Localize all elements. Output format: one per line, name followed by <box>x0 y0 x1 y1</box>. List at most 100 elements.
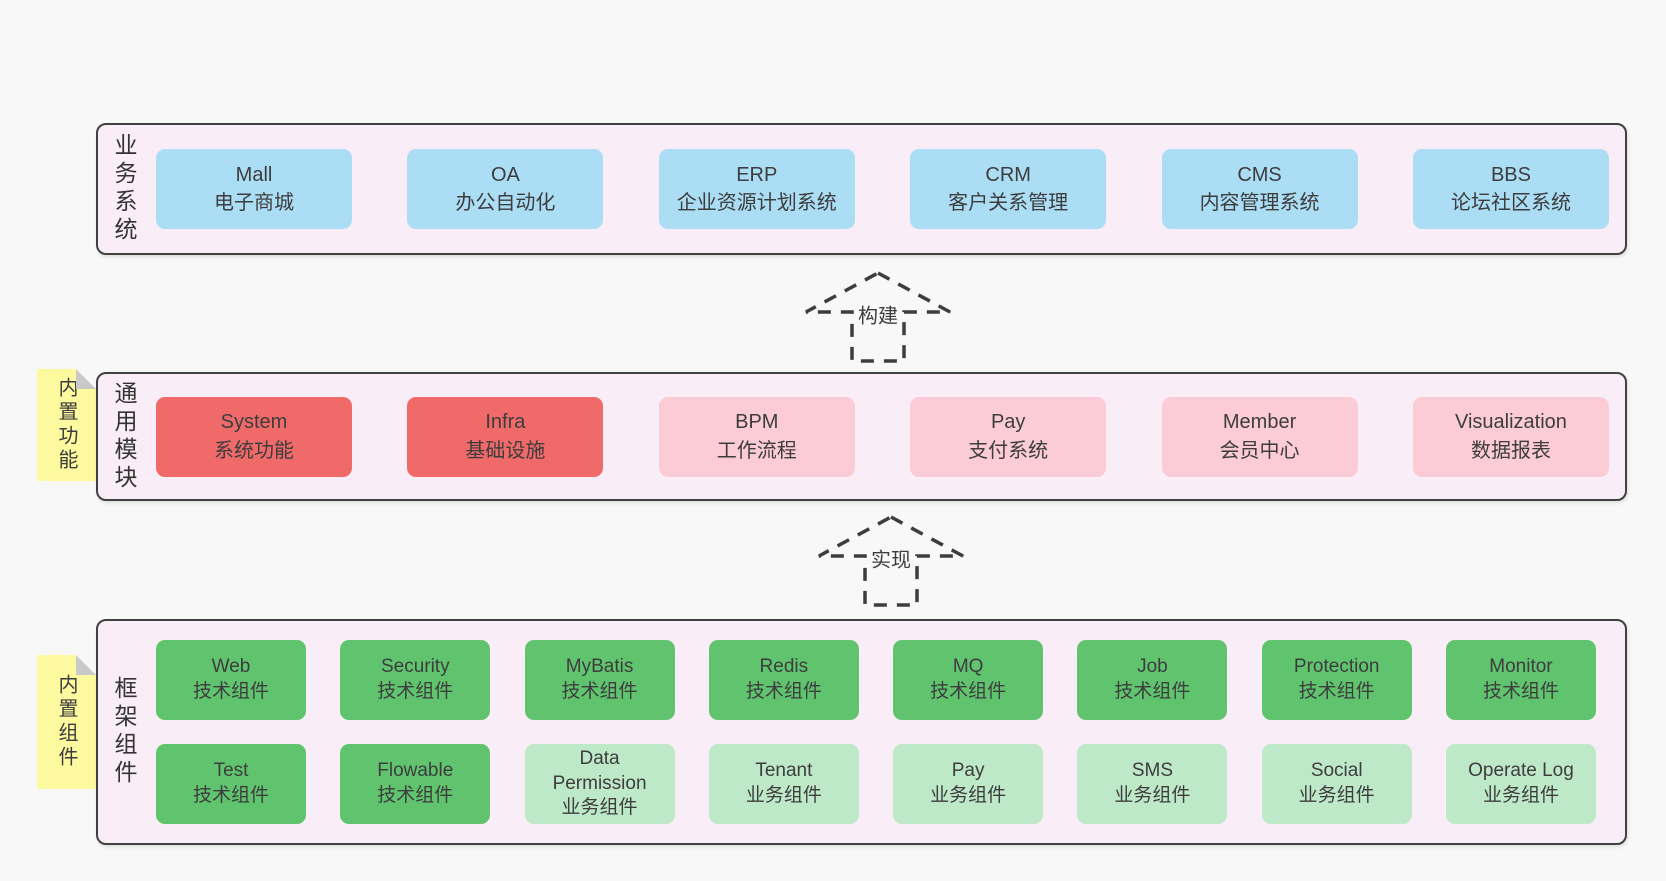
box-title: Infra <box>485 411 526 434</box>
layer-business-systems: 业务系统 Mall 电子商城 OA 办公自动化 ERP 企业资源计划系统 CRM… <box>96 123 1627 255</box>
box-redis: Redis 技术组件 <box>708 640 859 720</box>
box-subtitle: 技术组件 <box>561 681 638 702</box>
box-test: Test 技术组件 <box>156 744 306 824</box>
note-label: 内置功能 <box>55 377 77 473</box>
box-subtitle: 业务组件 <box>1298 785 1375 806</box>
box-title: Monitor <box>1489 656 1553 678</box>
box-data-permission: Data Permission 业务组件 <box>524 744 675 824</box>
box-title: Job <box>1137 656 1168 678</box>
box-bpm: BPM 工作流程 <box>658 396 855 477</box>
box-cms: CMS 内容管理系统 <box>1161 149 1358 229</box>
box-subtitle: 电子商城 <box>214 192 294 214</box>
box-monitor: Monitor 技术组件 <box>1445 640 1596 720</box>
box-subtitle: 技术组件 <box>745 681 822 702</box>
box-subtitle: 客户关系管理 <box>948 192 1069 214</box>
box-mall: Mall 电子商城 <box>156 149 352 229</box>
box-subtitle: 技术组件 <box>1482 681 1559 702</box>
box-mybatis: MyBatis 技术组件 <box>524 640 675 720</box>
box-bbs: BBS 论坛社区系统 <box>1412 149 1609 229</box>
box-subtitle: 工作流程 <box>716 439 797 462</box>
box-member: Member 会员中心 <box>1161 396 1358 477</box>
box-title: SMS <box>1131 760 1173 782</box>
components-box-grid: Web 技术组件 Security 技术组件 MyBatis 技术组件 Redi… <box>156 621 1596 843</box>
box-title: Pay <box>951 760 985 782</box>
box-subtitle: 内容管理系统 <box>1199 192 1320 214</box>
box-title: Redis <box>759 656 809 678</box>
box-title: Member <box>1222 411 1297 434</box>
box-system: System 系统功能 <box>156 396 352 477</box>
box-subtitle: 会员中心 <box>1219 439 1300 462</box>
box-subtitle: 基础设施 <box>465 439 546 462</box>
box-flowable: Flowable 技术组件 <box>340 744 491 824</box>
box-subtitle: 技术组件 <box>1114 681 1191 702</box>
layer-framework-components: 框架组件 Web 技术组件 Security 技术组件 MyBatis 技术组件… <box>96 619 1627 845</box>
box-title: Operate Log <box>1468 760 1574 782</box>
box-title: Flowable <box>377 760 454 782</box>
box-protection: Protection 技术组件 <box>1261 640 1412 720</box>
sticky-note-built-in-features: 内置功能 <box>37 369 96 481</box>
box-security: Security 技术组件 <box>340 640 491 720</box>
box-subtitle: 业务组件 <box>930 785 1007 806</box>
box-infra: Infra 基础设施 <box>407 396 604 477</box>
box-title: Mall <box>235 163 273 186</box>
box-subtitle: 技术组件 <box>192 785 269 806</box>
box-title: Test <box>213 760 249 782</box>
box-title: Pay <box>990 411 1026 434</box>
box-title: Data Permission <box>552 747 647 794</box>
box-subtitle: 业务组件 <box>561 797 638 819</box>
note-label: 内置组件 <box>55 674 77 770</box>
box-title: Security <box>380 656 450 678</box>
box-pay-component: Pay 业务组件 <box>893 744 1044 824</box>
box-title: Tenant <box>755 760 813 782</box>
box-title: ERP <box>736 163 778 186</box>
box-subtitle: 办公自动化 <box>455 192 556 214</box>
box-title: MyBatis <box>565 656 634 678</box>
box-title: BBS <box>1490 163 1531 186</box>
box-visualization: Visualization 数据报表 <box>1412 396 1609 477</box>
box-subtitle: 业务组件 <box>1482 785 1559 806</box>
build-arrow: 构建 <box>803 270 953 364</box>
box-subtitle: 技术组件 <box>377 785 454 806</box>
box-subtitle: 数据报表 <box>1470 439 1551 462</box>
box-title: Protection <box>1293 656 1380 678</box>
box-sms: SMS 业务组件 <box>1077 744 1228 824</box>
layer-label: 业务系统 <box>111 133 137 245</box>
implement-arrow: 实现 <box>816 514 966 608</box>
box-subtitle: 系统功能 <box>214 439 294 462</box>
layer-common-modules: 通用模块 System 系统功能 Infra 基础设施 BPM 工作流程 Pay… <box>96 372 1627 501</box>
box-oa: OA 办公自动化 <box>407 149 604 229</box>
business-box-row: Mall 电子商城 OA 办公自动化 ERP 企业资源计划系统 CRM 客户关系… <box>156 125 1609 253</box>
box-subtitle: 技术组件 <box>930 681 1007 702</box>
box-subtitle: 论坛社区系统 <box>1450 192 1571 214</box>
implement-arrow-label: 实现 <box>868 543 914 573</box>
box-social: Social 业务组件 <box>1261 744 1412 824</box>
box-mq: MQ 技术组件 <box>893 640 1044 720</box>
box-subtitle: 技术组件 <box>377 681 454 702</box>
box-title: Web <box>211 656 251 678</box>
box-pay-module: Pay 支付系统 <box>910 396 1107 477</box>
box-subtitle: 技术组件 <box>192 681 269 702</box>
modules-box-row: System 系统功能 Infra 基础设施 BPM 工作流程 Pay 支付系统… <box>156 374 1609 499</box>
box-subtitle: 业务组件 <box>1114 785 1191 806</box>
box-operate-log: Operate Log 业务组件 <box>1445 744 1596 824</box>
layer-label: 通用模块 <box>111 380 137 493</box>
box-web: Web 技术组件 <box>156 640 306 720</box>
box-title: MQ <box>952 656 984 678</box>
box-crm: CRM 客户关系管理 <box>910 149 1107 229</box>
box-title: Social <box>1310 760 1363 782</box>
box-tenant: Tenant 业务组件 <box>708 744 859 824</box>
box-title: CMS <box>1237 163 1282 186</box>
box-subtitle: 企业资源计划系统 <box>676 192 837 214</box>
box-title: Visualization <box>1454 411 1567 434</box>
layer-label: 框架组件 <box>111 676 137 788</box>
box-title: CRM <box>985 163 1031 186</box>
box-title: BPM <box>735 411 779 434</box>
components-row-1: Web 技术组件 Security 技术组件 MyBatis 技术组件 Redi… <box>156 640 1596 720</box>
sticky-note-built-in-components: 内置组件 <box>37 655 96 789</box>
box-subtitle: 技术组件 <box>1298 681 1375 702</box>
box-subtitle: 支付系统 <box>968 439 1049 462</box>
box-job: Job 技术组件 <box>1077 640 1228 720</box>
box-title: OA <box>490 163 520 186</box>
box-subtitle: 业务组件 <box>745 785 822 806</box>
